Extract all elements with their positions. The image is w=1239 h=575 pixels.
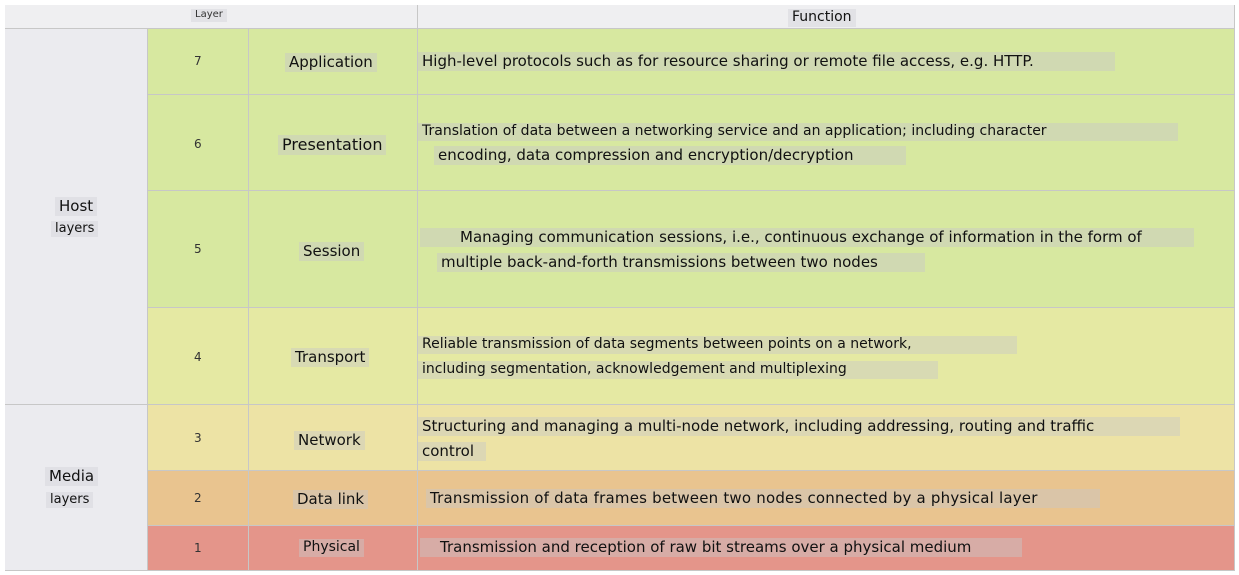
layer-7-func-cell: High-level protocols such as for resourc… (418, 29, 1235, 95)
layer-3-number: 3 (194, 431, 202, 445)
layer-3-func-line-2: control (418, 442, 486, 461)
group-media-label-1: Media (45, 467, 99, 486)
layer-1-num-cell: 1 (148, 526, 249, 571)
header-layer-cell: Layer (5, 5, 418, 29)
layer-6-name: Presentation (278, 135, 387, 155)
layer-4-number: 4 (194, 350, 202, 364)
group-host-cell: Host layers (5, 29, 148, 405)
layer-4-func-line-1: Reliable transmission of data segments b… (418, 336, 1017, 354)
layer-3-name: Network (294, 431, 365, 450)
layer-2-name-cell: Data link (249, 471, 418, 526)
layer-4-func-cell: Reliable transmission of data segments b… (418, 308, 1235, 405)
layer-5-number: 5 (194, 242, 202, 256)
layer-4-func-line-2: including segmentation, acknowledgement … (418, 361, 938, 379)
layer-4-name: Transport (291, 348, 370, 367)
layer-1-func-cell: Transmission and reception of raw bit st… (418, 526, 1235, 571)
layer-5-name: Session (299, 242, 365, 261)
layer-7-func-line-1: High-level protocols such as for resourc… (418, 52, 1115, 71)
header-function-label: Function (788, 9, 856, 27)
layer-6-name-cell: Presentation (249, 95, 418, 191)
layer-2-func-line-1: Transmission of data frames between two … (426, 489, 1100, 508)
layer-2-number: 2 (194, 491, 202, 505)
layer-6-num-cell: 6 (148, 95, 249, 191)
layer-3-func-line-1: Structuring and managing a multi-node ne… (418, 417, 1180, 436)
layer-7-num-cell: 7 (148, 29, 249, 95)
group-host-label-1: Host (55, 197, 98, 216)
layer-7-name-cell: Application (249, 29, 418, 95)
layer-4-num-cell: 4 (148, 308, 249, 405)
layer-3-num-cell: 3 (148, 405, 249, 471)
layer-1-name: Physical (299, 539, 364, 557)
header-function-cell: Function (418, 5, 1235, 29)
layer-2-num-cell: 2 (148, 471, 249, 526)
layer-7-name: Application (285, 53, 377, 72)
layer-1-func-line-1: Transmission and reception of raw bit st… (420, 538, 1022, 557)
layer-2-name: Data link (293, 490, 369, 509)
layer-5-func-line-2: multiple back-and-forth transmissions be… (437, 253, 925, 272)
layer-5-num-cell: 5 (148, 191, 249, 308)
layer-5-func-line-1: Managing communication sessions, i.e., c… (420, 228, 1194, 247)
layer-5-name-cell: Session (249, 191, 418, 308)
layer-7-number: 7 (194, 54, 202, 68)
group-host-label-2: layers (51, 221, 99, 238)
layer-6-func-line-1: Translation of data between a networking… (418, 123, 1178, 141)
header-layer-label: Layer (191, 9, 227, 22)
layer-2-func-cell: Transmission of data frames between two … (418, 471, 1235, 526)
layer-1-name-cell: Physical (249, 526, 418, 571)
layer-5-func-cell: Managing communication sessions, i.e., c… (418, 191, 1235, 308)
group-media-cell: Media layers (5, 405, 148, 571)
layer-1-number: 1 (194, 541, 202, 555)
layer-3-name-cell: Network (249, 405, 418, 471)
layer-3-func-cell: Structuring and managing a multi-node ne… (418, 405, 1235, 471)
layer-6-number: 6 (194, 137, 202, 151)
layer-6-func-line-2: encoding, data compression and encryptio… (434, 146, 906, 165)
group-media-label-2: layers (46, 492, 94, 509)
layer-6-func-cell: Translation of data between a networking… (418, 95, 1235, 191)
layer-4-name-cell: Transport (249, 308, 418, 405)
